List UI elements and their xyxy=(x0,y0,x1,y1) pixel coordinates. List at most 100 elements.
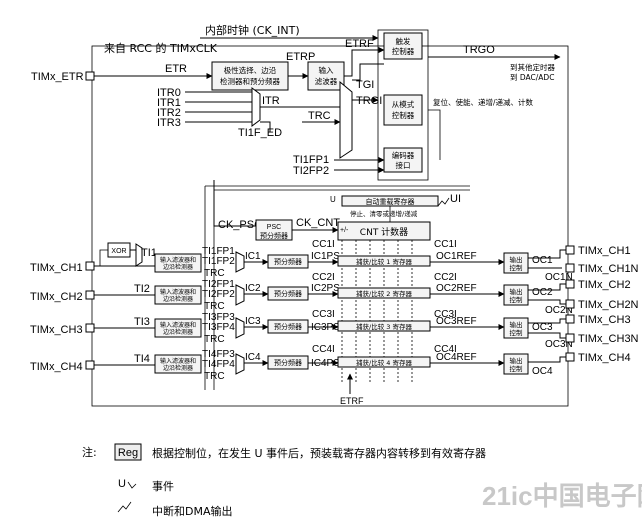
ch3-capture-compare-register xyxy=(337,320,431,332)
legend-event-desc: 事件 xyxy=(152,480,174,493)
svg-text:OC3: OC3 xyxy=(532,322,553,333)
etr-pin-label: TIMx_ETR xyxy=(31,71,84,83)
itr0-label: ITR0 xyxy=(157,87,181,99)
svg-text:IC3: IC3 xyxy=(245,316,261,327)
etr-label: ETR xyxy=(165,63,187,75)
svg-text:TRC: TRC xyxy=(204,301,225,312)
slave-mode-controller-box xyxy=(383,94,423,126)
svg-text:输出: 输出 xyxy=(510,287,523,296)
ch3-input-pin xyxy=(85,323,95,333)
polarity-select-box xyxy=(211,61,289,91)
svg-text:TIMx_CH3: TIMx_CH3 xyxy=(578,314,631,326)
svg-text:Reg: Reg xyxy=(118,447,138,459)
ti1-label: TI1 xyxy=(141,247,157,259)
ui-interrupt-icon xyxy=(437,197,450,207)
svg-text:IC1: IC1 xyxy=(245,251,261,262)
svg-text:输入滤波器和: 输入滤波器和 xyxy=(160,288,196,296)
svg-text:TRC: TRC xyxy=(204,268,225,279)
trgo-label: TRGO xyxy=(463,44,495,56)
legend-irq-desc: 中断和DMA输出 xyxy=(152,504,233,518)
svg-text:触发: 触发 xyxy=(396,36,411,46)
svg-text:OC1: OC1 xyxy=(532,255,553,266)
out-pin-ch2n xyxy=(565,299,575,309)
polarity-text-1: 极性选择、边沿 xyxy=(224,65,277,75)
interrupt-dma-icon xyxy=(117,501,132,513)
svg-text:自动重载寄存器: 自动重载寄存器 xyxy=(366,197,415,206)
legend-note: 注: xyxy=(82,445,97,459)
svg-text:TIMx_CH4: TIMx_CH4 xyxy=(578,352,631,364)
svg-text:预分频器: 预分频器 xyxy=(260,231,288,240)
ch4-filter-box xyxy=(154,354,202,374)
ui-label: UI xyxy=(450,193,461,205)
ch1-input-pin xyxy=(85,261,95,271)
encoder-interface-box xyxy=(383,147,423,173)
svg-text:IC4PS: IC4PS xyxy=(311,358,340,369)
itr1-label: ITR1 xyxy=(157,97,181,109)
svg-text:OC2REF: OC2REF xyxy=(436,283,477,294)
channel-1: TIMx_CH1 输入滤波器和 边沿检测器 TI1FP1 TI1FP2 TRC … xyxy=(30,239,573,283)
svg-text:输入滤波器和: 输入滤波器和 xyxy=(160,321,196,329)
out-pin-ch3n xyxy=(565,333,575,343)
ck-cnt-label: CK_CNT xyxy=(296,217,340,229)
svg-text:预分频器: 预分频器 xyxy=(274,289,302,298)
svg-text:CC1I: CC1I xyxy=(434,239,457,250)
svg-text:CNT 计数器: CNT 计数器 xyxy=(360,226,408,238)
svg-text:OC2N: OC2N xyxy=(545,305,573,316)
svg-text:TI4FP4: TI4FP4 xyxy=(202,359,235,370)
u-top-label: U xyxy=(330,195,336,204)
out-pin-ch1n xyxy=(565,263,575,273)
trgi-mux xyxy=(339,80,353,159)
svg-text:接口: 接口 xyxy=(396,160,411,170)
svg-text:TIMx_CH2N: TIMx_CH2N xyxy=(578,299,639,311)
out-pin-ch2 xyxy=(565,279,575,289)
trgo-dest-1: 到其他定时器 xyxy=(510,62,555,72)
ck-psc-label: CK_PSC xyxy=(218,219,262,231)
svg-text:编码器: 编码器 xyxy=(392,150,415,160)
svg-text:捕获/比较 2 寄存器: 捕获/比较 2 寄存器 xyxy=(356,289,412,298)
svg-text:控制器: 控制器 xyxy=(392,46,415,56)
ch1-filter-box xyxy=(154,253,202,273)
svg-text:预分频器: 预分频器 xyxy=(274,322,302,331)
svg-text:TI3FP4: TI3FP4 xyxy=(202,322,235,333)
watermark: 21ic中国电子网 xyxy=(482,481,642,511)
ch1-capture-compare-register xyxy=(337,255,431,267)
ti2fp2-top-label: TI2FP2 xyxy=(293,165,329,177)
ch2-input-pin xyxy=(85,290,95,300)
svg-text:OC3REF: OC3REF xyxy=(436,316,477,327)
svg-text:边沿检测器: 边沿检测器 xyxy=(163,364,193,372)
svg-text:控制: 控制 xyxy=(510,328,524,337)
ch2-output-control xyxy=(503,284,529,306)
svg-text:输出: 输出 xyxy=(510,356,523,365)
svg-text:IC2: IC2 xyxy=(245,283,261,294)
svg-text:TI4: TI4 xyxy=(134,353,150,365)
ti1-mux xyxy=(135,243,143,267)
svg-text:TI2FP2: TI2FP2 xyxy=(202,289,235,300)
timer-boundary xyxy=(91,45,569,407)
stop-clear-label: 停止、清零或递增/递减 xyxy=(350,209,418,218)
ti1f-ed-label: TI1F_ED xyxy=(238,127,282,139)
svg-text:TIMx_CH1: TIMx_CH1 xyxy=(30,262,83,274)
etrf-label: ETRF xyxy=(345,38,374,50)
svg-text:TIMx_CH3N: TIMx_CH3N xyxy=(578,333,639,345)
svg-text:OC1N: OC1N xyxy=(545,272,573,283)
itr-label: ITR xyxy=(262,95,280,107)
svg-text:+/-: +/- xyxy=(340,227,349,234)
polarity-text-2: 检测器和预分频器 xyxy=(220,76,280,86)
etr-filter-box xyxy=(307,61,345,91)
svg-text:CC1I: CC1I xyxy=(312,239,335,250)
trigger-controller-box xyxy=(383,32,423,60)
ch4-output-control xyxy=(503,353,529,375)
svg-text:输入滤波器和: 输入滤波器和 xyxy=(160,357,196,365)
svg-text:CC4I: CC4I xyxy=(312,344,335,355)
ch4-input-pin xyxy=(85,360,95,370)
trc-top-label: TRC xyxy=(308,110,331,122)
tgi-label: TGI xyxy=(356,79,374,91)
svg-text:TIMx_CH2: TIMx_CH2 xyxy=(578,279,631,291)
slave-modes-label: 复位、使能、递增/递减、计数 xyxy=(433,97,534,107)
ch2-capture-compare-register xyxy=(337,287,431,299)
svg-text:预分频器: 预分频器 xyxy=(274,358,302,367)
out-pin-ch3 xyxy=(565,314,575,324)
svg-text:TI1FP1: TI1FP1 xyxy=(202,246,235,257)
svg-text:CC2I: CC2I xyxy=(312,272,335,283)
